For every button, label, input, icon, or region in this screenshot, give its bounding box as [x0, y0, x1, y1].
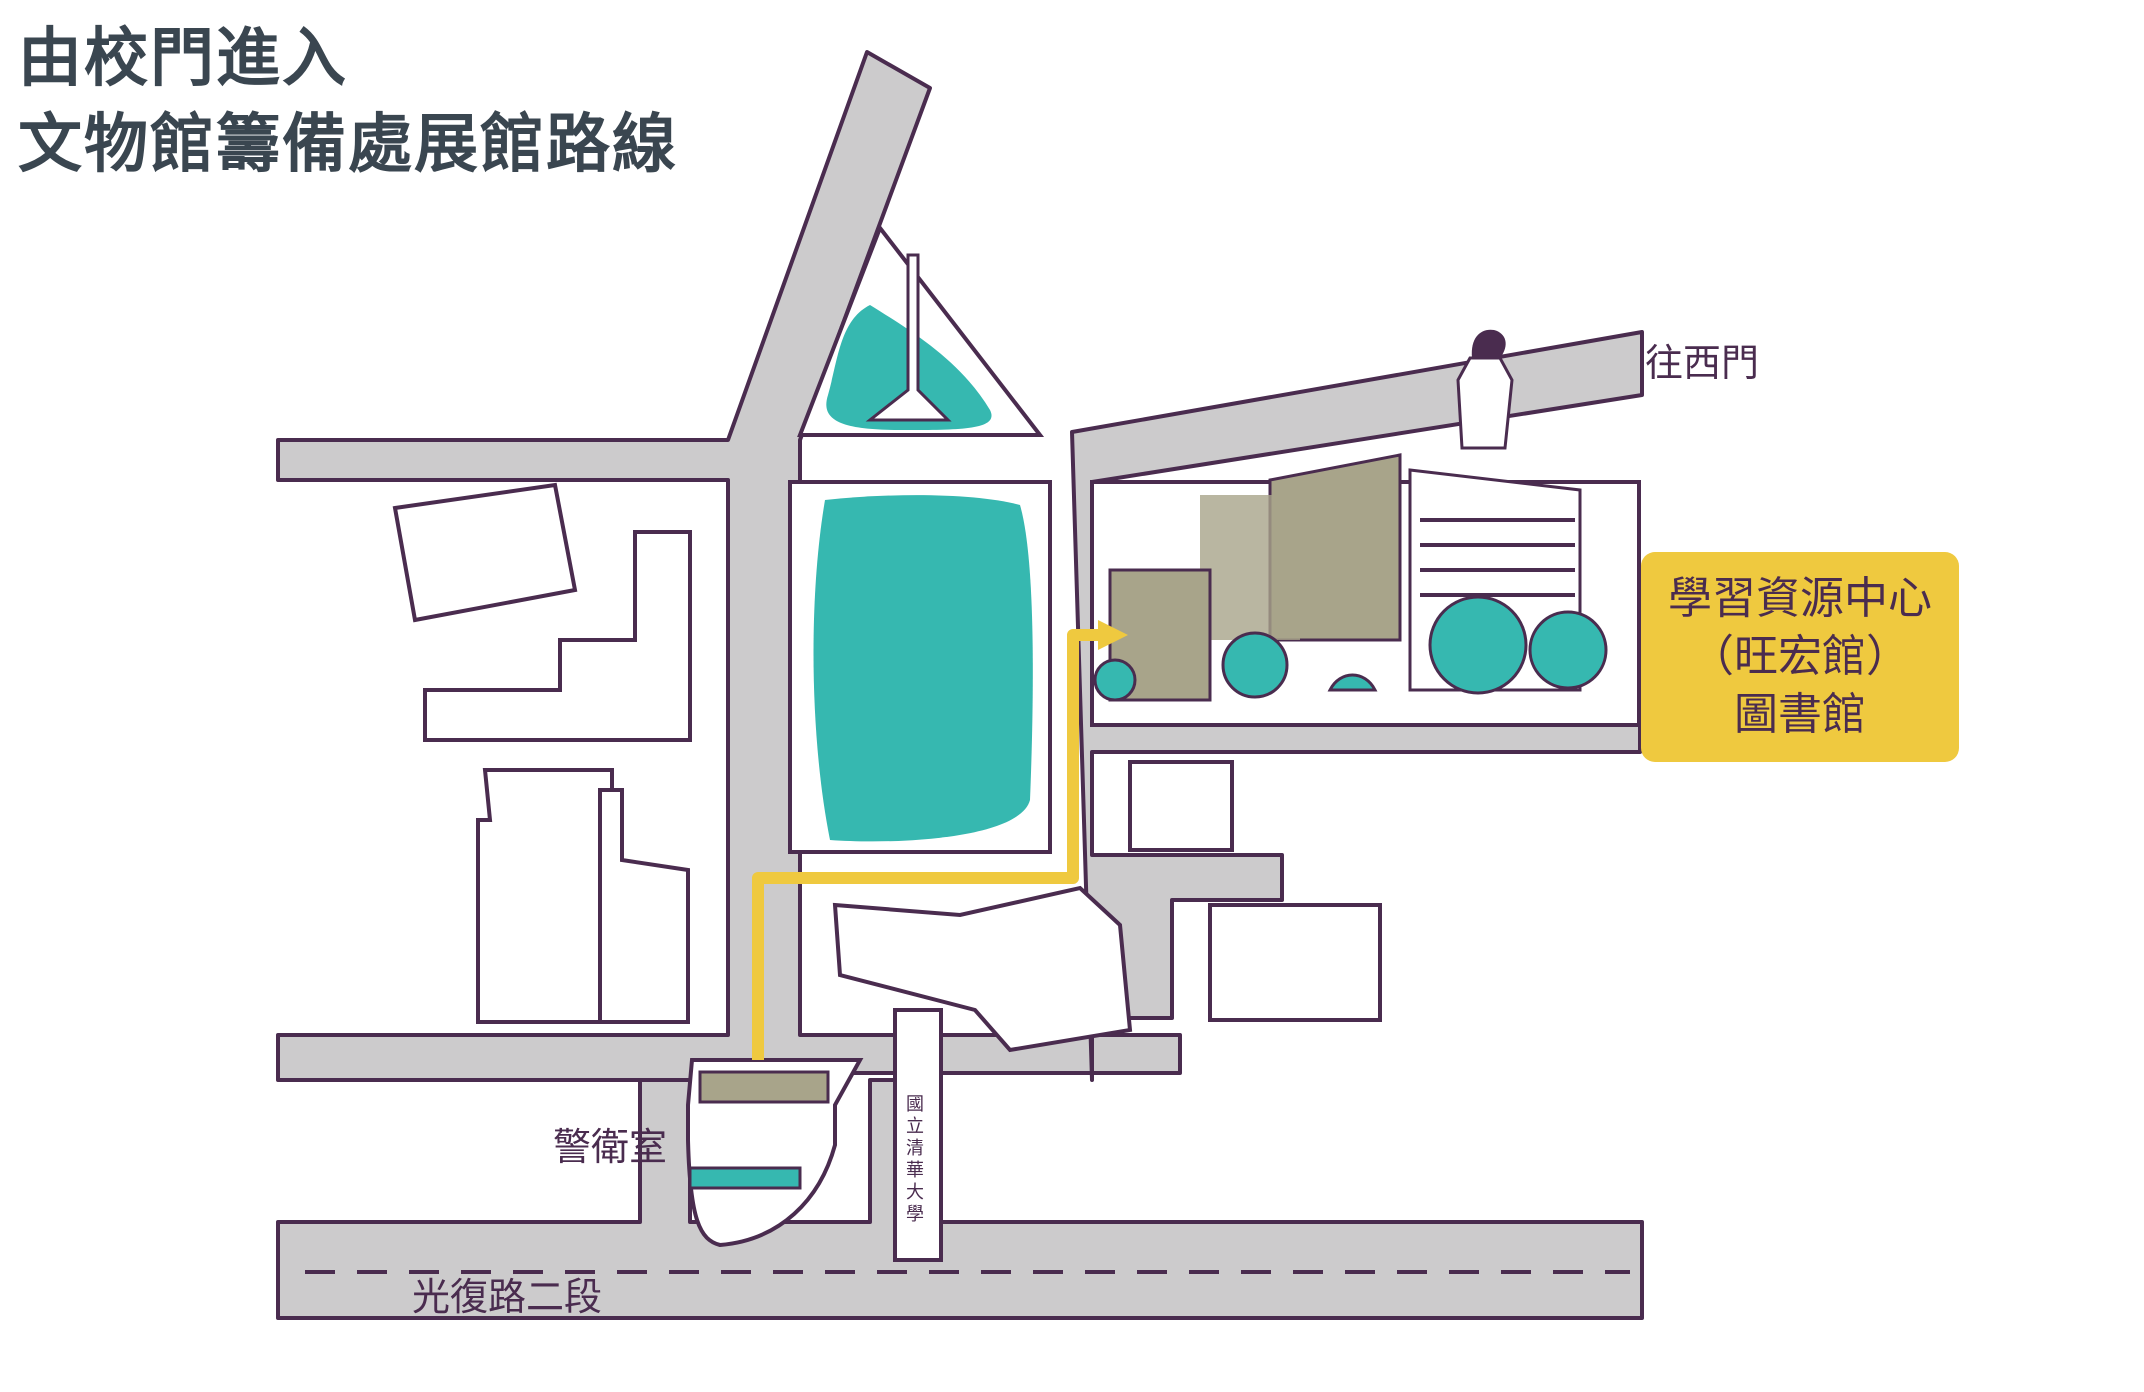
building-7: [1208, 903, 1382, 1022]
destination-line1: 學習資源中心: [1668, 573, 1932, 624]
destination-badge: 學習資源中心 （旺宏館） 圖書館: [1641, 552, 1959, 762]
gate-sign-char: 華: [906, 1160, 924, 1181]
west-gate-label: 往西門: [1645, 341, 1760, 385]
gate-sign-char: 大: [906, 1182, 924, 1203]
building-2: [423, 530, 692, 742]
gate-sign-char: 學: [906, 1204, 924, 1225]
guard-room-roof: [698, 1070, 830, 1104]
building-5: [832, 885, 1133, 1053]
gate-sign-char: 國: [906, 1094, 924, 1115]
page-title-line2: 文物館籌備處展館路線: [18, 108, 678, 182]
guard-room-planter: [688, 1166, 802, 1190]
gate-sign-char: 立: [906, 1116, 924, 1137]
field-grass: [813, 495, 1033, 842]
road-to-west-gate: [1070, 330, 1644, 1082]
library-buildings: [1093, 453, 1608, 702]
gate-sign-char: 清: [906, 1138, 924, 1159]
west-gate-statue-icon: [1456, 356, 1514, 450]
page-title-line1: 由校門進入: [18, 22, 348, 96]
road-guangfu: [276, 1078, 1644, 1320]
gate-sign-text: 國 立 清 華 大 學: [900, 1094, 930, 1226]
road-horizontal: [276, 50, 1182, 1082]
guard-room-label: 警衛室: [553, 1125, 668, 1169]
route-arrow-icon: [1098, 620, 1128, 650]
gate-sign-pillar: [893, 1008, 943, 1262]
building-4: [598, 788, 690, 1024]
monument-icon: [865, 253, 952, 422]
building-6: [1128, 760, 1234, 852]
destination-line2: （旺宏館）: [1690, 631, 1910, 682]
route-path: [752, 629, 1105, 1060]
road-label: 光復路二段: [412, 1275, 603, 1319]
statue-figure-icon: [1471, 329, 1506, 358]
building-1: [392, 482, 578, 623]
destination-line3: 圖書館: [1734, 689, 1866, 740]
